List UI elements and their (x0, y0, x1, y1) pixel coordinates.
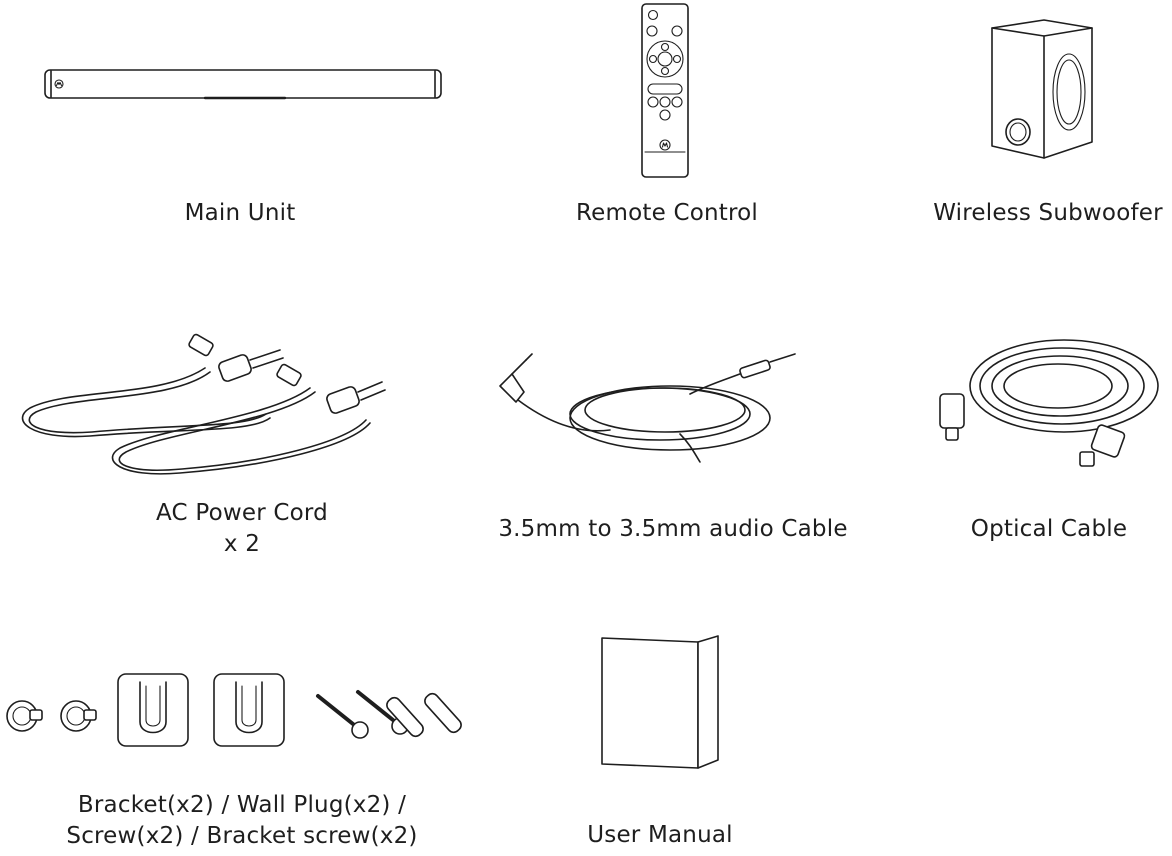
optical-cable-label: Optical Cable (970, 516, 1128, 542)
mounting-hardware-illustration (6, 673, 462, 747)
subwoofer-illustration (991, 19, 1093, 159)
remote-control-illustration (641, 3, 689, 178)
optical-cable-illustration (939, 339, 1159, 467)
user-manual-illustration (601, 635, 719, 769)
audio-cable-label: 3.5mm to 3.5mm audio Cable (498, 516, 848, 542)
ac-power-cord-label: AC Power Cord (156, 500, 328, 526)
mounting-hardware-label-line2: Screw(x2) / Bracket screw(x2) (66, 823, 418, 849)
audio-cable-illustration (499, 353, 796, 463)
user-manual-label: User Manual (587, 822, 733, 848)
remote-control-label: Remote Control (576, 200, 758, 226)
ac-power-cord-quantity: x 2 (223, 531, 261, 557)
main-unit-label: Main Unit (184, 200, 296, 226)
power-cord-illustration (21, 333, 386, 475)
soundbar-illustration (44, 69, 442, 100)
mounting-hardware-label: Bracket(x2) / Wall Plug(x2) / (77, 792, 407, 818)
wireless-subwoofer-label: Wireless Subwoofer (933, 200, 1163, 226)
